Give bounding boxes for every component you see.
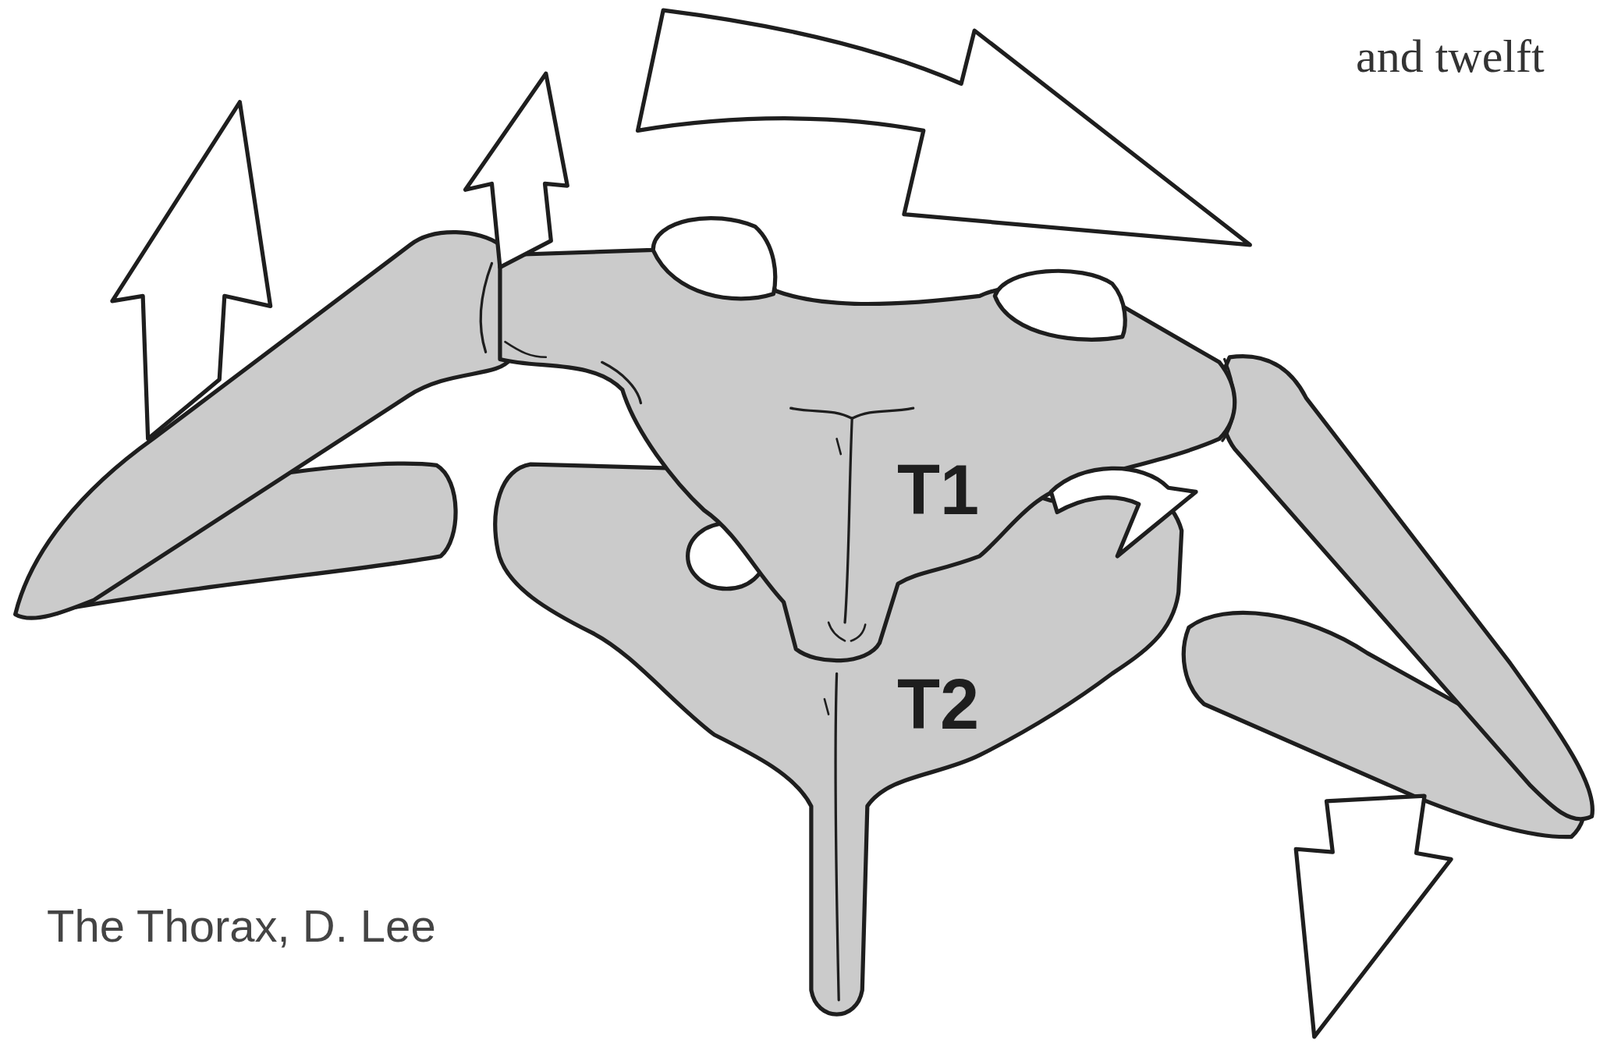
cropped-text: and twelft (1355, 32, 1545, 80)
motion-arrow (112, 102, 271, 440)
vertebra (500, 239, 1235, 661)
source-credit: The Thorax, D. Lee (46, 903, 437, 949)
motion-arrow (1295, 795, 1451, 1037)
vertebra-label: T2 (897, 669, 980, 740)
rib (1220, 356, 1593, 820)
rotation-arrow (638, 10, 1251, 245)
motion-arrow (464, 73, 568, 268)
vertebra-label: T1 (897, 454, 980, 526)
rotation-arrow (1050, 468, 1196, 557)
